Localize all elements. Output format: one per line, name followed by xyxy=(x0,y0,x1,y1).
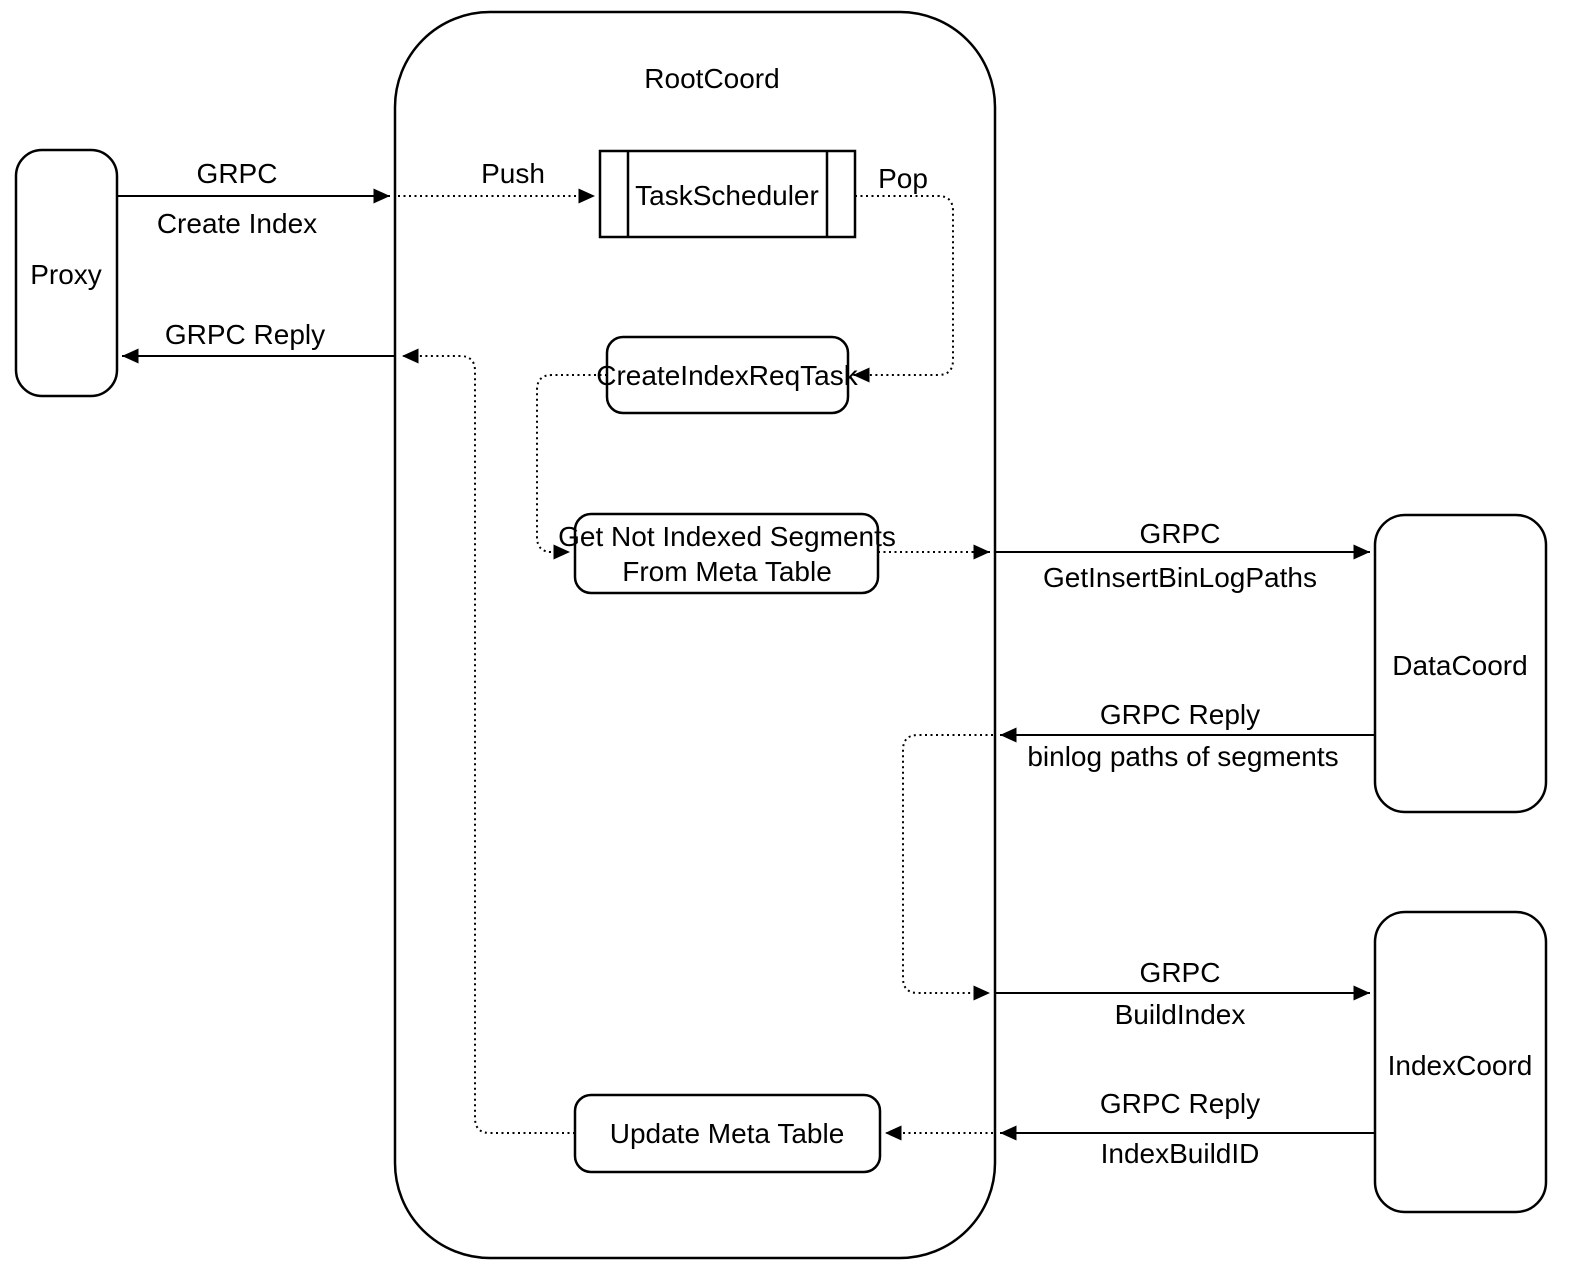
get-not-indexed-segments-box xyxy=(573,512,880,595)
create-index-req-task-label: CreateIndexReqTask xyxy=(596,360,858,391)
indexcoord-box xyxy=(1373,910,1548,1214)
edge-pop xyxy=(853,195,954,383)
label-binlog-reply-grpc: GRPC Reply xyxy=(1100,699,1260,730)
edge-reqtask-to-segments xyxy=(536,374,607,560)
label-create-index: Create Index xyxy=(157,208,317,239)
label-pop: Pop xyxy=(878,163,928,194)
node-datacoord: DataCoord xyxy=(1373,513,1548,814)
node-proxy: Proxy xyxy=(14,148,119,398)
edges xyxy=(117,188,1375,1141)
label-grpc-reply-proxy: GRPC Reply xyxy=(165,319,325,350)
task-scheduler-label: TaskScheduler xyxy=(635,180,819,211)
label-index-build-id: IndexBuildID xyxy=(1101,1138,1260,1169)
get-not-indexed-segments-label-line1: Get Not Indexed Segments xyxy=(558,521,896,552)
label-build-index: BuildIndex xyxy=(1115,999,1246,1030)
task-scheduler-box xyxy=(598,149,857,239)
label-create-index-grpc: GRPC xyxy=(197,158,278,189)
label-get-insert-grpc: GRPC xyxy=(1140,518,1221,549)
datacoord-box xyxy=(1373,513,1548,814)
rootcoord-container: RootCoord xyxy=(393,10,997,1260)
rootcoord-boundary xyxy=(393,10,997,1260)
indexcoord-label: IndexCoord xyxy=(1388,1050,1533,1081)
node-get-not-indexed-segments: Get Not Indexed Segments From Meta Table xyxy=(558,512,896,595)
datacoord-label: DataCoord xyxy=(1392,650,1527,681)
label-push: Push xyxy=(481,158,545,189)
node-indexcoord: IndexCoord xyxy=(1373,910,1548,1214)
node-task-scheduler: TaskScheduler xyxy=(598,149,857,239)
label-binlog-paths: binlog paths of segments xyxy=(1027,741,1338,772)
label-index-reply-grpc: GRPC Reply xyxy=(1100,1088,1260,1119)
label-get-insert-binlog-paths: GetInsertBinLogPaths xyxy=(1043,562,1317,593)
node-update-meta-table: Update Meta Table xyxy=(573,1093,882,1174)
proxy-box xyxy=(14,148,119,398)
edge-update-meta-to-reply xyxy=(402,348,575,1134)
proxy-label: Proxy xyxy=(30,259,102,290)
edge-reply-route-down xyxy=(902,734,993,1001)
rootcoord-title: RootCoord xyxy=(644,63,779,94)
edge-labels: GRPC Create Index Push Pop GRPC Reply GR… xyxy=(157,158,1339,1169)
node-create-index-req-task: CreateIndexReqTask xyxy=(596,335,859,415)
update-meta-table-label: Update Meta Table xyxy=(610,1118,845,1149)
label-build-index-grpc: GRPC xyxy=(1140,957,1221,988)
get-not-indexed-segments-label-line2: From Meta Table xyxy=(622,556,832,587)
